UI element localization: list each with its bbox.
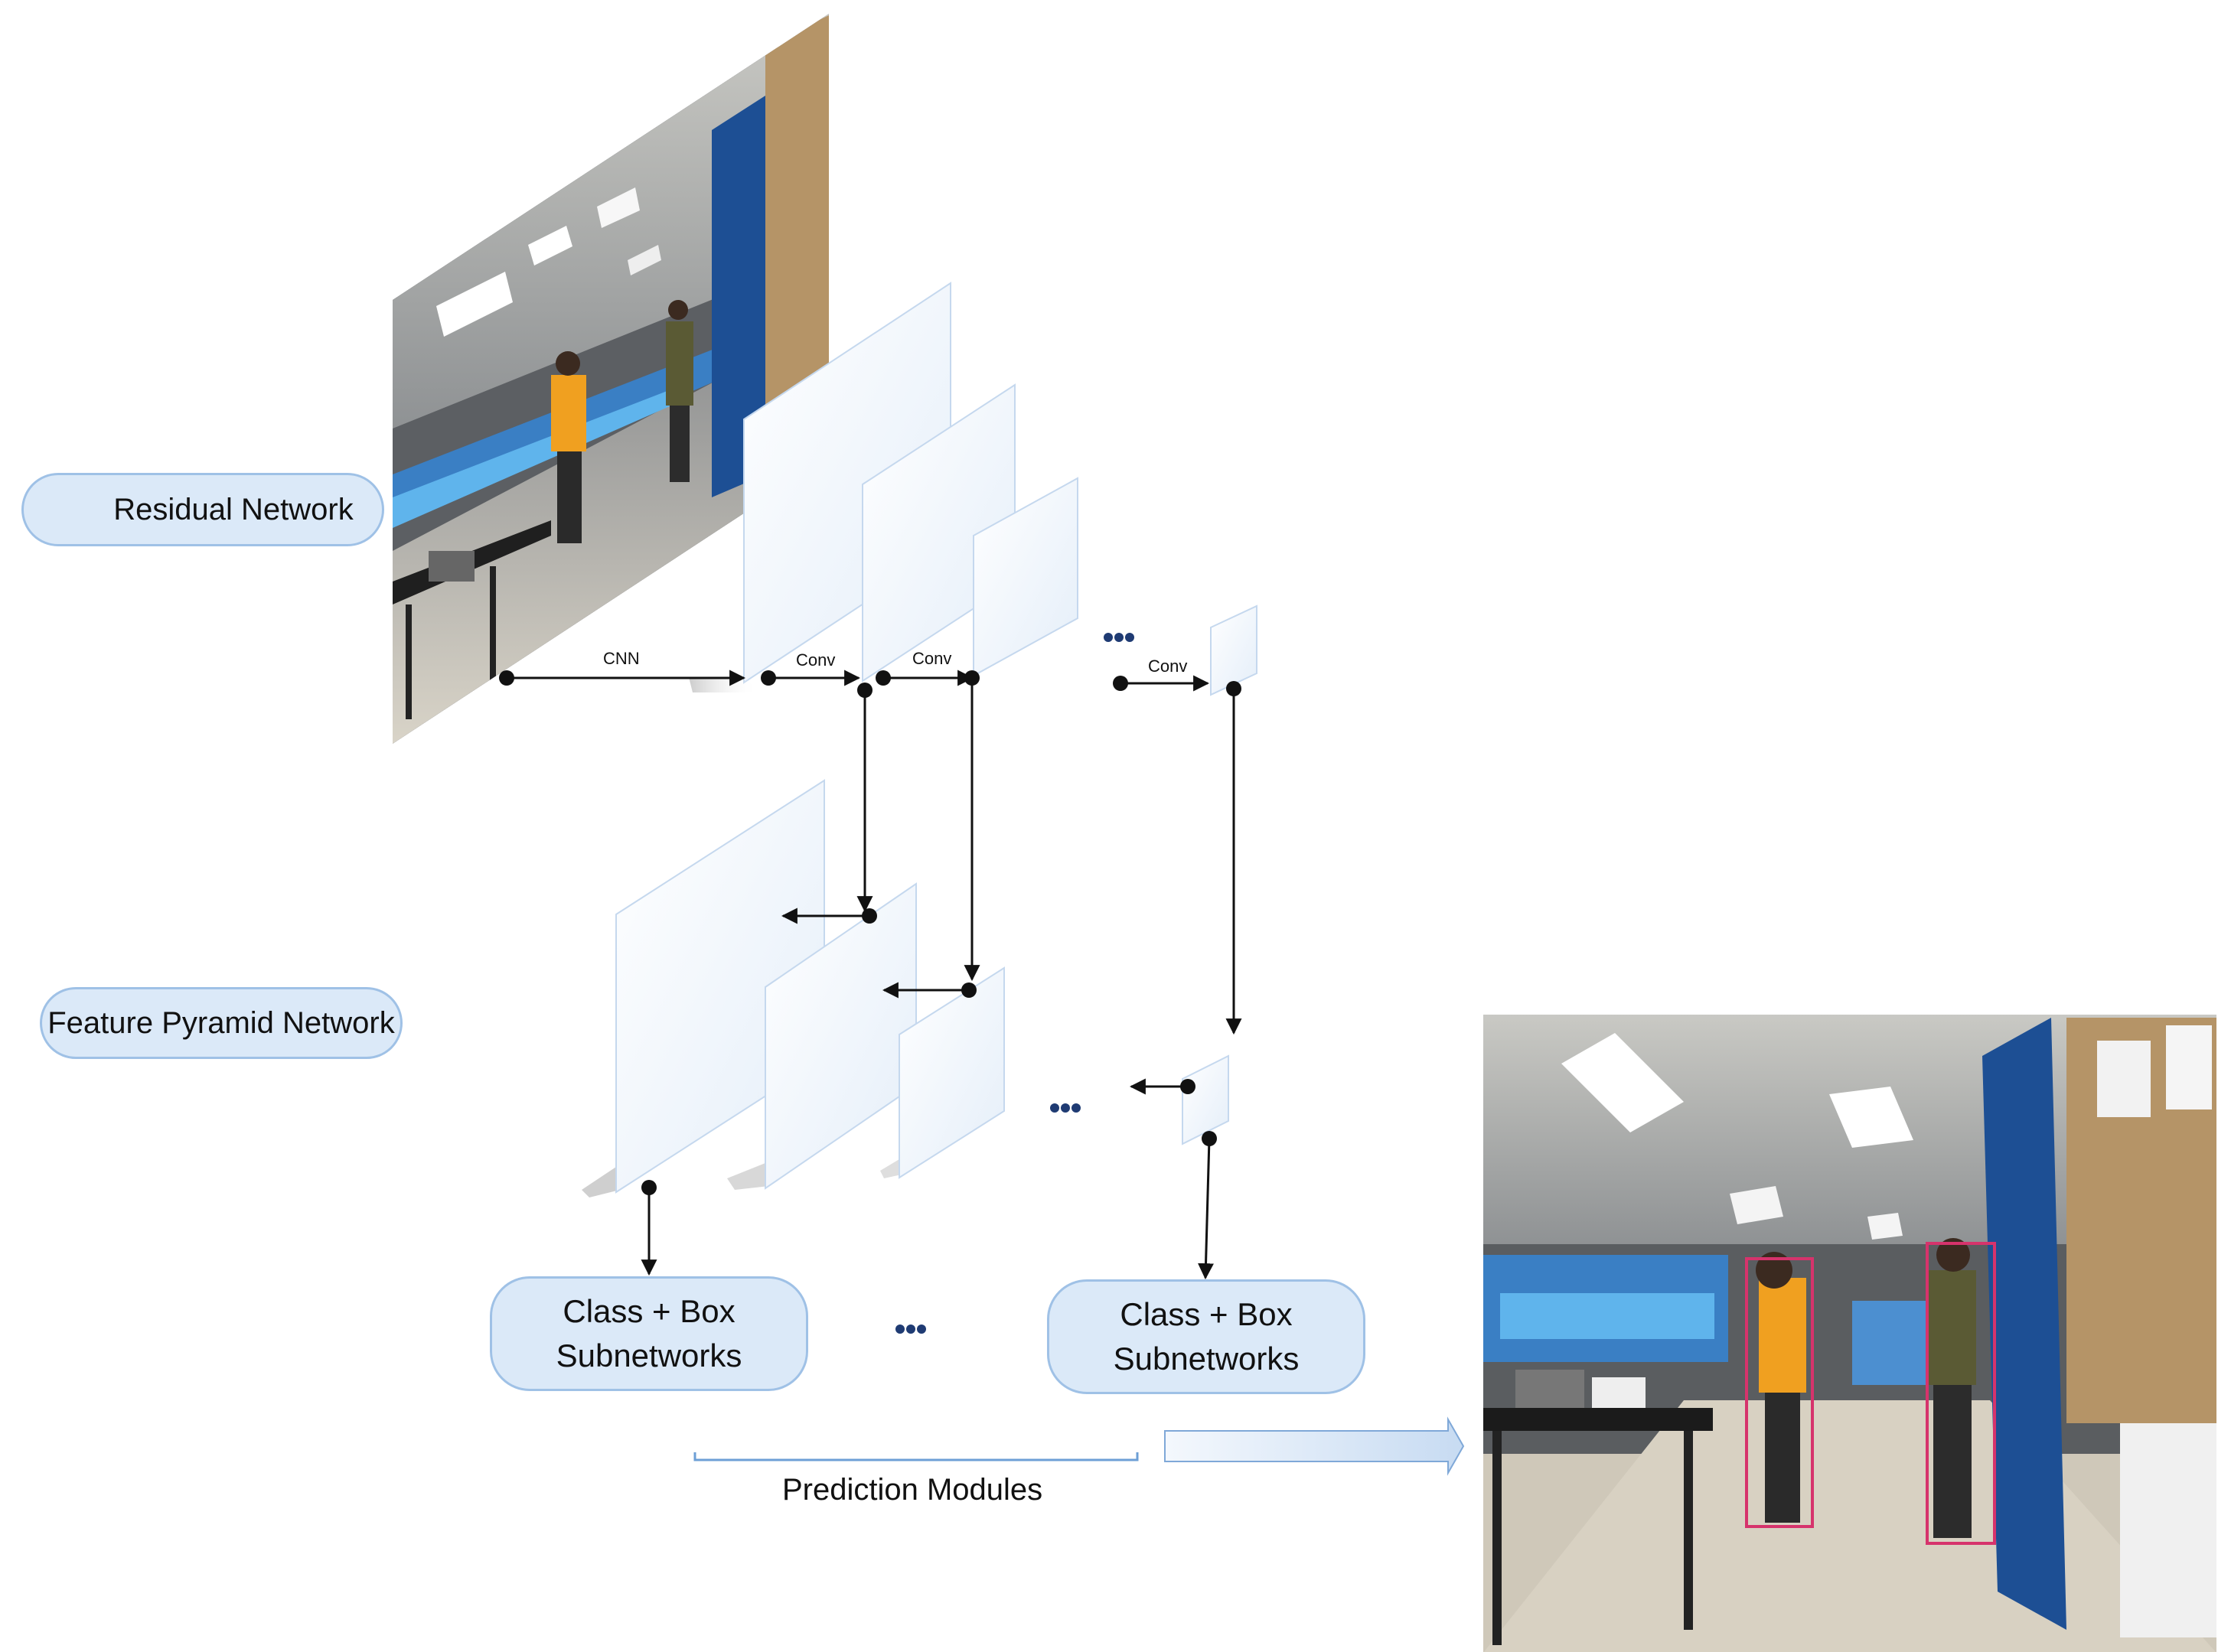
connection-dots (499, 670, 1241, 1195)
backbone-layer-3 (973, 477, 1078, 677)
prediction-modules-label: Prediction Modules (782, 1473, 1043, 1507)
detection-box-2 (1926, 1242, 1996, 1545)
subnetworks-box-1-line2: Subnetworks (556, 1338, 742, 1373)
backbone-layer-4 (1210, 604, 1257, 696)
feature-pyramid-network-label: Feature Pyramid Network (47, 1005, 395, 1040)
connections (507, 670, 1242, 1280)
subnetworks-box-1-line1: Class + Box (563, 1293, 736, 1329)
subnetworks-box-2: Class + Box Subnetworks (1047, 1279, 1365, 1394)
cnn-label: CNN (603, 649, 640, 668)
output-arrow (1164, 1416, 1465, 1476)
fpn-layers (582, 779, 1229, 1197)
residual-network-label: Residual Network (113, 492, 354, 526)
ellipsis-backbone (1104, 633, 1134, 642)
subnetworks-box-1: Class + Box Subnetworks (490, 1276, 808, 1391)
residual-network-pill: Residual Network (21, 473, 384, 546)
backbone-layers (743, 282, 1257, 696)
conv-label-3: Conv (1148, 657, 1187, 676)
output-image (1483, 1015, 2216, 1652)
conv-label-2: Conv (912, 649, 951, 668)
ellipsis-subnets (895, 1325, 926, 1334)
subnetworks-box-2-line1: Class + Box (1120, 1296, 1293, 1332)
conv-label-1: Conv (796, 650, 835, 670)
detection-box-1 (1745, 1257, 1814, 1528)
ellipsis-fpn (1050, 1103, 1081, 1113)
subnetworks-box-2-line2: Subnetworks (1113, 1341, 1300, 1377)
fpn-layer-4 (1182, 1054, 1229, 1145)
prediction-bracket (693, 1452, 1139, 1461)
ellipsis-markers (895, 633, 1134, 1334)
feature-pyramid-network-pill: Feature Pyramid Network (40, 987, 403, 1059)
